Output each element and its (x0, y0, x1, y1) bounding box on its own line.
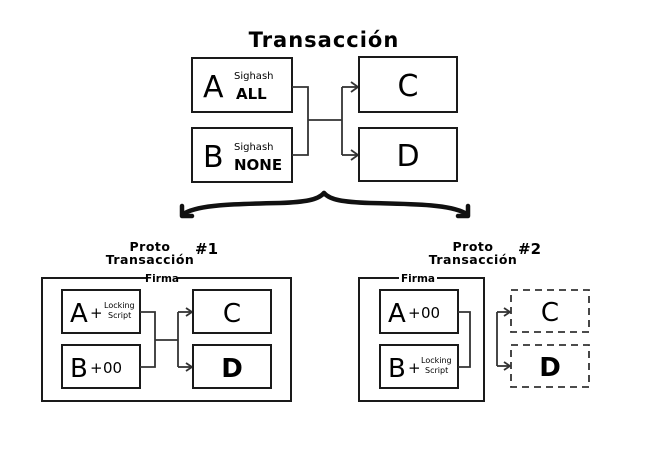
main-input-b-letter: B (203, 140, 224, 175)
proto1-signature-frame (41, 277, 292, 402)
brace-right-curve (321, 190, 468, 216)
proto1-input-b-content: 00 (103, 359, 122, 377)
proto1-input-b-box (61, 344, 141, 389)
main-output-d: D (358, 127, 458, 182)
brace-left-arrow-icon (179, 203, 195, 219)
proto1-title-line1: Proto (130, 239, 171, 254)
main-title: Transacción (249, 28, 400, 52)
proto-transaction-1: Proto Transacción #1 Firma A + Locking S… (41, 239, 292, 402)
proto2-signature-label: Firma (401, 273, 435, 285)
proto1-input-a-content-line2: Script (108, 311, 131, 320)
brace-right-arrow-icon (455, 203, 471, 219)
main-input-a-sighash-type: ALL (236, 85, 267, 103)
proto2-title-line1: Proto (453, 239, 494, 254)
proto-transaction-2: Proto Transacción #2 Firma A + 00 B + Lo… (358, 239, 590, 402)
proto1-output-c-letter: C (223, 299, 241, 329)
proto1-signature-label: Firma (145, 273, 179, 285)
proto2-arrow-d-icon (503, 361, 512, 371)
proto1-input-b-letter: B (70, 354, 88, 384)
main-input-a-sighash-label: Sighash (234, 71, 274, 82)
proto2-title-line2: Transacción (429, 252, 518, 267)
main-input-b-sighash-label: Sighash (234, 142, 274, 153)
proto2-input-b-letter: B (388, 354, 406, 384)
main-input-b-box (191, 127, 293, 183)
proto1-number: #1 (195, 240, 218, 258)
proto1-output-d-box (192, 344, 272, 389)
main-output-c-box (358, 56, 458, 113)
proto1-output-c-box (192, 289, 272, 334)
proto2-input-a-content: 00 (421, 304, 440, 322)
proto2-input-a-plus: + (408, 304, 421, 322)
proto1-title-line2: Transacción (106, 252, 195, 267)
proto2-input-joiner (458, 311, 471, 368)
proto2-input-a-letter: A (388, 299, 406, 329)
main-output-d-box (358, 127, 458, 182)
proto2-input-b-box (379, 344, 459, 389)
proto1-output-d-letter: D (221, 354, 243, 384)
proto1-input-a-letter: A (70, 299, 88, 329)
main-input-b: B Sighash NONE (191, 127, 293, 183)
main-output-c: C (358, 56, 458, 113)
main-connector (292, 81, 360, 161)
proto1-input-a-content-line1: Locking (104, 301, 135, 310)
proto1-input-a-box (61, 289, 141, 334)
proto1-input-a-plus: + (90, 304, 103, 322)
proto2-input-b-content-line1: Locking (421, 356, 452, 365)
proto2-input-b-content-line2: Script (425, 366, 448, 375)
main-input-a: A Sighash ALL (191, 57, 293, 113)
split-brace (179, 190, 471, 219)
proto2-number: #2 (518, 240, 541, 258)
main-input-b-sighash-type: NONE (234, 156, 282, 174)
proto2-output-d-box (510, 344, 590, 388)
main-output-d-letter: D (396, 139, 419, 174)
main-input-a-letter: A (203, 70, 224, 105)
brace-left-curve (182, 190, 327, 216)
proto2-output-d-letter: D (539, 353, 561, 383)
proto2-output-c-letter: C (541, 298, 559, 328)
proto1-input-joiner (140, 311, 156, 368)
main-input-a-box (191, 57, 293, 113)
proto2-input-b-plus: + (408, 359, 421, 377)
proto2-signature-frame (358, 277, 485, 402)
proto1-input-b-plus: + (90, 359, 103, 377)
main-input-joiner (292, 86, 309, 156)
proto2-arrow-c-icon (503, 307, 512, 317)
proto2-output-c-box (510, 289, 590, 333)
main-output-c-letter: C (398, 69, 419, 104)
